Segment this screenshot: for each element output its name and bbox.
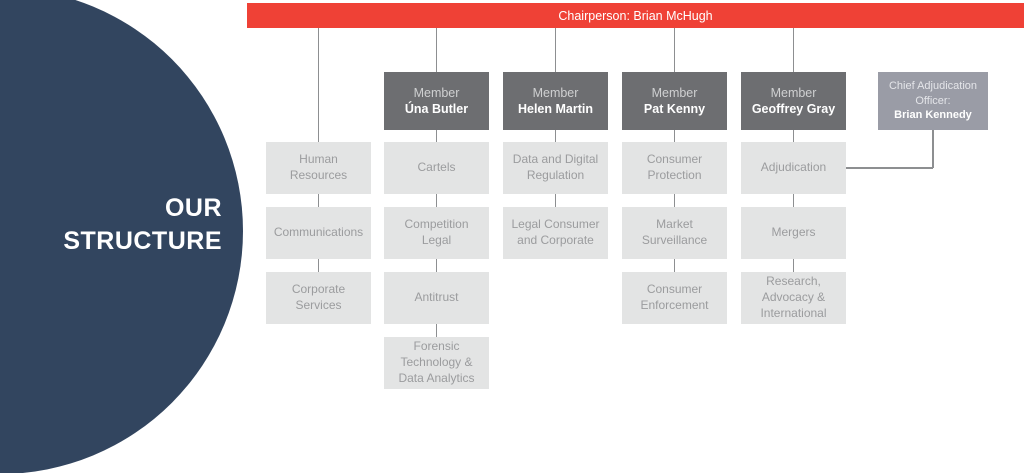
unit-label-communications-line1: Communications [273, 225, 364, 240]
connector-chair-to-pat-kenny [673, 28, 676, 72]
unit-label-competition-legal-line1: Competition [404, 217, 469, 232]
connector-adjudication-next [792, 194, 795, 207]
chairperson-label: Chairperson: Brian McHugh [558, 8, 713, 23]
unit-label-forensic-technology-data-analytics-line2: Technology & [400, 355, 473, 370]
connector-una-butler-to-units [435, 130, 438, 142]
unit-box-cartels[interactable]: Cartels [384, 142, 489, 194]
unit-label-adjudication-line1: Adjudication [760, 160, 827, 175]
member-role-pat-kenny-line1: Member [651, 85, 698, 100]
unit-label-consumer-enforcement-line2: Enforcement [640, 298, 709, 312]
connector-human-resources-next [317, 194, 320, 207]
unit-label-corporate-services-line1: Corporate [291, 282, 346, 297]
connector-market-surveillance-next [673, 259, 676, 272]
unit-label-corporate-services-line2: Services [295, 298, 342, 312]
connector-chair-to-helen-martin [554, 28, 557, 72]
officer-role-line2: Officer: [915, 94, 951, 107]
unit-label-data-and-digital-regulation-line2: Regulation [526, 168, 585, 182]
page-title-line2: STRUCTURE [63, 227, 222, 255]
unit-label-research-advocacy-international-line3: International [760, 305, 827, 320]
connector-adjudication-to-officer-horizontal [846, 167, 933, 169]
unit-label-forensic-technology-data-analytics-line1: Forensic [413, 339, 460, 354]
connector-competition-legal-next [435, 259, 438, 272]
connector-chair-to-geoffrey-gray [792, 28, 795, 72]
unit-box-communications[interactable]: Communications [266, 207, 371, 259]
officer-box-chief-adjudication-officer[interactable]: Chief Adjudication Officer: Brian Kenned… [878, 72, 988, 130]
connector-data-and-digital-regulation-next [554, 194, 557, 207]
connector-cartels-next [435, 194, 438, 207]
unit-label-human-resources-line2: Resources [289, 168, 348, 182]
unit-label-legal-consumer-and-corporate-line2: and Corporate [517, 233, 594, 247]
member-person-pat-kenny-line1: Pat Kenny [643, 102, 706, 116]
unit-label-cartels-line1: Cartels [417, 160, 456, 175]
page-title-line1: OUR [164, 194, 222, 222]
member-person-una-butler-line1: Úna Butler [404, 102, 469, 116]
officer-person: Brian Kennedy [894, 109, 972, 122]
unit-label-market-surveillance-line1: Market [656, 217, 693, 232]
member-role-helen-martin-line1: Member [532, 85, 579, 100]
unit-label-research-advocacy-international-line1: Research, [766, 274, 821, 289]
unit-label-forensic-technology-data-analytics-line3: Data Analytics [398, 370, 475, 385]
unit-label-data-and-digital-regulation-line1: Data and Digital [512, 152, 599, 167]
brand-panel: OUR STRUCTURE [0, 0, 244, 473]
connector-consumer-protection-next [673, 194, 676, 207]
unit-label-consumer-protection-line2: Protection [647, 168, 702, 182]
unit-box-antitrust[interactable]: Antitrust [384, 272, 489, 324]
member-role-geoffrey-gray-line1: Member [770, 85, 817, 100]
member-person-helen-martin-line1: Helen Martin [517, 102, 593, 116]
connector-communications-next [317, 259, 320, 272]
unit-label-consumer-enforcement-line1: Consumer [646, 282, 703, 297]
connector-mergers-next [792, 259, 795, 272]
unit-label-market-surveillance-line2: Surveillance [641, 233, 708, 247]
officer-role-line1: Chief Adjudication [888, 80, 978, 93]
member-role-una-butler-line1: Member [413, 85, 460, 100]
connector-antitrust-next [435, 324, 438, 337]
connector-chair-to-corporate [317, 28, 320, 142]
unit-box-adjudication[interactable]: Adjudication [741, 142, 846, 194]
unit-label-research-advocacy-international-line2: Advocacy & [761, 290, 826, 305]
chairperson-bar: Chairperson: Brian McHugh [247, 3, 1024, 28]
unit-label-competition-legal-line2: Legal [421, 233, 452, 247]
connector-pat-kenny-to-units [673, 130, 676, 142]
unit-label-mergers-line1: Mergers [771, 225, 816, 240]
unit-label-antitrust-line1: Antitrust [414, 290, 459, 305]
unit-box-research-advocacy-international[interactable]: Research,Advocacy &International [741, 272, 846, 324]
connector-chair-to-una-butler [435, 28, 438, 72]
member-person-geoffrey-gray-line1: Geoffrey Gray [751, 102, 836, 116]
page-title: OUR STRUCTURE [0, 192, 222, 258]
connector-helen-martin-to-units [554, 130, 557, 142]
unit-label-human-resources-line1: Human [299, 152, 338, 167]
connector-adjudication-to-officer-vertical [932, 130, 934, 168]
unit-box-mergers[interactable]: Mergers [741, 207, 846, 259]
unit-label-consumer-protection-line1: Consumer [646, 152, 703, 167]
connector-geoffrey-gray-to-units [792, 130, 795, 142]
unit-label-legal-consumer-and-corporate-line1: Legal Consumer [511, 217, 600, 232]
